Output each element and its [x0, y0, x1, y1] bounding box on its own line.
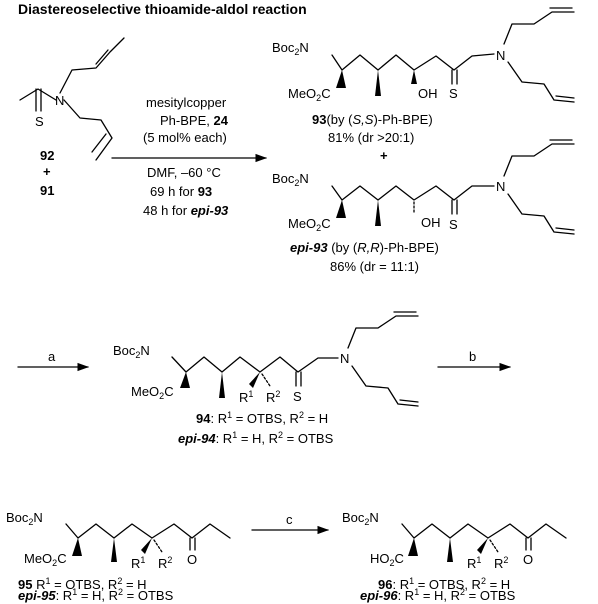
methyl-ester-group: MeO2C	[131, 384, 174, 401]
product-93-caption: 93(by (S,S)-Ph-BPE)	[312, 112, 433, 127]
atom-n: N	[496, 179, 505, 194]
plus-sign: +	[43, 164, 51, 179]
atom-n: N	[55, 93, 64, 108]
product-epi93-yield: 86% (dr = 11:1)	[330, 259, 419, 274]
boc2n-group: Boc2N	[113, 343, 150, 360]
step-label-b: b	[469, 349, 476, 364]
step-label-a: a	[48, 349, 56, 364]
condition-solvent-temp: DMF, –60 °C	[147, 165, 221, 180]
compound-epi94-caption: epi-94: R1 = H, R2 = OTBS	[178, 430, 334, 446]
carboxylic-acid-group: HO2C	[370, 551, 404, 568]
product-93-structure: Boc2N MeO2C OH S N	[272, 7, 575, 103]
boc2n-group: Boc2N	[6, 510, 43, 527]
atom-n: N	[340, 351, 349, 366]
substituent-r1: R1	[239, 389, 253, 405]
reaction-conditions: mesitylcopper Ph-BPE, 24 (5 mol% each) D…	[143, 95, 229, 218]
condition-ligand: Ph-BPE, 24	[160, 113, 229, 128]
condition-reagent: mesitylcopper	[146, 95, 227, 110]
thioamide-92-structure: N S	[19, 37, 125, 161]
compound-95-structure: Boc2N MeO2C R1 R2 O	[6, 510, 231, 571]
compound-94-caption: 94: R1 = OTBS, R2 = H	[196, 410, 328, 426]
compound-epi95-caption: epi-95: R1 = H, R2 = OTBS	[18, 587, 174, 603]
substituent-r2: R2	[158, 555, 172, 571]
compound-label-91: 91	[40, 183, 54, 198]
compound-96-caption: 96: R1 = OTBS, R2 = H	[378, 576, 510, 592]
atom-o: O	[523, 552, 533, 567]
substituent-r1: R1	[467, 555, 481, 571]
compound-epi96-caption: epi-96: R1 = H, R2 = OTBS	[360, 587, 516, 603]
boc2n-group: Boc2N	[272, 171, 309, 188]
atom-s: S	[35, 114, 44, 129]
methyl-ester-group: MeO2C	[288, 216, 331, 233]
methyl-ester-group: MeO2C	[24, 551, 67, 568]
hydroxyl-label: OH	[421, 215, 441, 230]
step-label-c: c	[286, 512, 293, 527]
plus-sign-products: +	[380, 148, 388, 163]
atom-o: O	[187, 552, 197, 567]
condition-time-93: 69 h for 93	[150, 184, 212, 199]
boc2n-group: Boc2N	[342, 510, 379, 527]
atom-s: S	[293, 389, 302, 404]
atom-s: S	[449, 217, 458, 232]
compound-96-structure: Boc2N HO2C R1 R2 O	[342, 510, 567, 571]
product-epi93-structure: Boc2N MeO2C OH S N	[272, 139, 575, 235]
compound-95-caption: 95 R1 = OTBS, R2 = H	[18, 576, 147, 592]
methyl-ester-group: MeO2C	[288, 86, 331, 103]
condition-loading: (5 mol% each)	[143, 130, 227, 145]
substituent-r2: R2	[266, 389, 280, 405]
compound-94-structure: Boc2N MeO2C R1 R2 S N	[113, 311, 419, 407]
atom-s: S	[449, 86, 458, 101]
substituent-r1: R1	[131, 555, 145, 571]
condition-time-epi93: 48 h for epi-93	[143, 203, 229, 218]
compound-label-92: 92	[40, 148, 54, 163]
hydroxyl-label: OH	[418, 86, 438, 101]
boc2n-group: Boc2N	[272, 40, 309, 57]
scheme-title: Diastereoselective thioamide-aldol react…	[18, 1, 307, 17]
atom-n: N	[496, 48, 505, 63]
product-epi93-caption: epi-93 (by (R,R)-Ph-BPE)	[290, 240, 439, 255]
product-93-yield: 81% (dr >20:1)	[328, 130, 414, 145]
substituent-r2: R2	[494, 555, 508, 571]
